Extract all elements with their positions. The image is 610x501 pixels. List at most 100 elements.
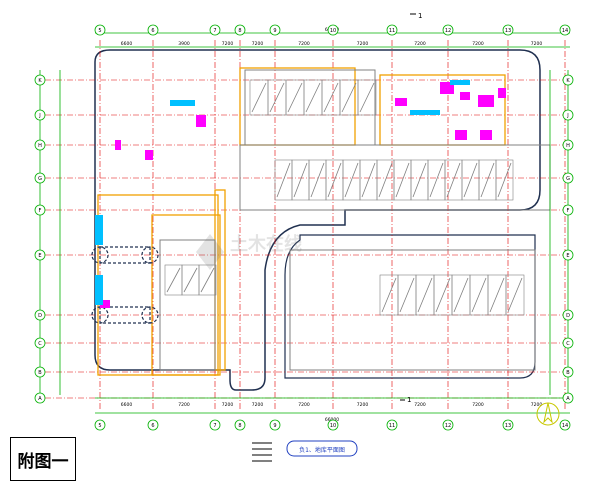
axis-bubble-left-5: F — [39, 208, 42, 214]
axis-bubble-left-9: B — [38, 370, 42, 376]
lower-stall-slash-8 — [507, 277, 523, 313]
axis-bubble-bottom-1-circle — [94, 419, 106, 431]
dimension-label-top-8: 7200 — [472, 41, 484, 47]
bottom-section-marker: 1 — [407, 396, 411, 404]
axis-bubble-right-9-circle — [562, 366, 574, 378]
axis-bubble-left-3-circle — [34, 139, 46, 151]
equipment-magenta-2 — [460, 92, 470, 100]
axis-bubble-right-3-circle — [562, 139, 574, 151]
axis-bubble-left-8-circle — [34, 337, 46, 349]
axis-bubble-top-3-circle — [209, 24, 221, 36]
axis-bubble-bottom-3: 7 — [213, 423, 216, 429]
figure-caption: 附图一 — [10, 437, 76, 481]
axis-bubble-top-9-circle — [502, 24, 514, 36]
axis-bubble-top-8-circle — [442, 24, 454, 36]
axis-bubble-top-1-circle — [94, 24, 106, 36]
lower-stall-8 — [505, 274, 525, 316]
equipment-magenta-11 — [100, 300, 110, 308]
top-stall-slash-1 — [251, 82, 267, 113]
axis-bubble-left-7-circle — [34, 309, 46, 321]
dimension-label-bottom-5: 7200 — [298, 402, 310, 408]
axis-bubble-left-3: H — [38, 143, 42, 149]
middle-stall-slash-10 — [429, 162, 444, 198]
dimension-label-bottom-7: 7200 — [414, 402, 426, 408]
axis-bubble-bottom-6-circle — [327, 419, 339, 431]
axis-bubble-top-7: 11 — [389, 28, 395, 34]
legend-scale — [252, 442, 272, 462]
wall-zone-1 — [239, 67, 356, 146]
axis-bubble-left-10-circle — [34, 392, 46, 404]
axis-bubble-right-4: G — [566, 176, 570, 182]
middle-stall-14 — [495, 159, 514, 201]
middle-stall-slash-7 — [378, 162, 393, 198]
axis-bubble-right-4-circle — [562, 172, 574, 184]
dimension-label-top-6: 7200 — [357, 41, 369, 47]
axis-bubble-top-10-circle — [559, 24, 571, 36]
middle-stall-slash-1 — [276, 162, 291, 198]
dimension-label-bottom-6: 7200 — [357, 402, 369, 408]
axis-bubble-top-5: 9 — [273, 28, 276, 34]
axis-bubble-bottom-5-circle — [269, 419, 281, 431]
middle-stall-slash-12 — [463, 162, 478, 198]
equipment-cyan-1 — [170, 100, 195, 106]
middle-stall-slash-8 — [395, 162, 410, 198]
axis-bubble-left-8: C — [38, 341, 42, 347]
top-stall-slash-6 — [341, 82, 357, 113]
axis-bubble-left-2: J — [38, 113, 40, 119]
axis-bubble-top-2-circle — [147, 24, 159, 36]
middle-stall-slash-9 — [412, 162, 427, 198]
lower-stall-slash-1 — [381, 277, 397, 313]
axis-bubble-right-6-circle — [562, 249, 574, 261]
axis-bubble-left-1: K — [38, 78, 42, 84]
axis-bubble-right-10-circle — [562, 392, 574, 404]
equipment-magenta-3 — [478, 95, 494, 107]
top-stall-slash-4 — [305, 82, 321, 113]
axis-bubble-bottom-10-circle — [559, 419, 571, 431]
middle-stall-slash-11 — [446, 162, 461, 198]
axis-bubble-left-1-circle — [34, 74, 46, 86]
axis-bubble-right-5-circle — [562, 204, 574, 216]
dimension-label-bottom-4: 7200 — [252, 402, 264, 408]
axis-bubble-left-6: E — [38, 253, 41, 259]
north-arrow-icon — [536, 402, 560, 426]
building-outline — [94, 49, 541, 391]
top-stall-slash-5 — [323, 82, 339, 113]
ramp-lower — [99, 306, 151, 324]
axis-bubble-bottom-1: 5 — [98, 423, 101, 429]
top-stall-slash-7 — [359, 82, 375, 113]
dimension-label-top-5: 7200 — [298, 41, 310, 47]
dimension-label-bottom-9: 7200 — [531, 402, 543, 408]
axis-bubble-left-2-circle — [34, 109, 46, 121]
dimension-label-top-1: 6600 — [121, 41, 133, 47]
equipment-magenta-6 — [480, 130, 492, 140]
equipment-cyan-2 — [450, 80, 470, 85]
axis-bubble-bottom-10: 14 — [562, 423, 568, 429]
axis-bubble-bottom-8: 12 — [445, 423, 451, 429]
axis-bubble-right-1-circle — [562, 74, 574, 86]
axis-bubble-bottom-7-circle — [386, 419, 398, 431]
equipment-blocks — [95, 80, 506, 308]
top-stall-slash-3 — [287, 82, 303, 113]
lower-wing-outline — [284, 234, 536, 379]
dimension-label-top-9: 7200 — [531, 41, 543, 47]
axis-bubble-left-10: A — [38, 396, 42, 402]
axis-bubble-bottom-4-circle — [234, 419, 246, 431]
axis-bubble-top-3: 7 — [213, 28, 216, 34]
wall-zone-4 — [151, 214, 221, 376]
dimension-label-top-4: 7200 — [252, 41, 264, 47]
axis-bubble-bottom-2: 6 — [151, 423, 154, 429]
parking-stalls — [164, 79, 525, 316]
interior-wall-4 — [159, 239, 216, 371]
ramp-upper — [99, 246, 151, 264]
top-stall-7 — [357, 79, 377, 116]
axis-bubble-top-4-circle — [234, 24, 246, 36]
axis-bubble-bottom-4: 8 — [238, 423, 241, 429]
title-block: 负1、地库平面图 — [286, 440, 358, 457]
watermark-text: 土木在线 — [230, 233, 302, 255]
axis-bubble-right-7: D — [566, 313, 570, 319]
axis-bubble-bottom-3-circle — [209, 419, 221, 431]
axis-bubble-right-2-circle — [562, 109, 574, 121]
axis-bubble-left-9-circle — [34, 366, 46, 378]
dimension-label-bottom-1: 6600 — [121, 402, 133, 408]
dimension-label-top-7: 7200 — [414, 41, 426, 47]
